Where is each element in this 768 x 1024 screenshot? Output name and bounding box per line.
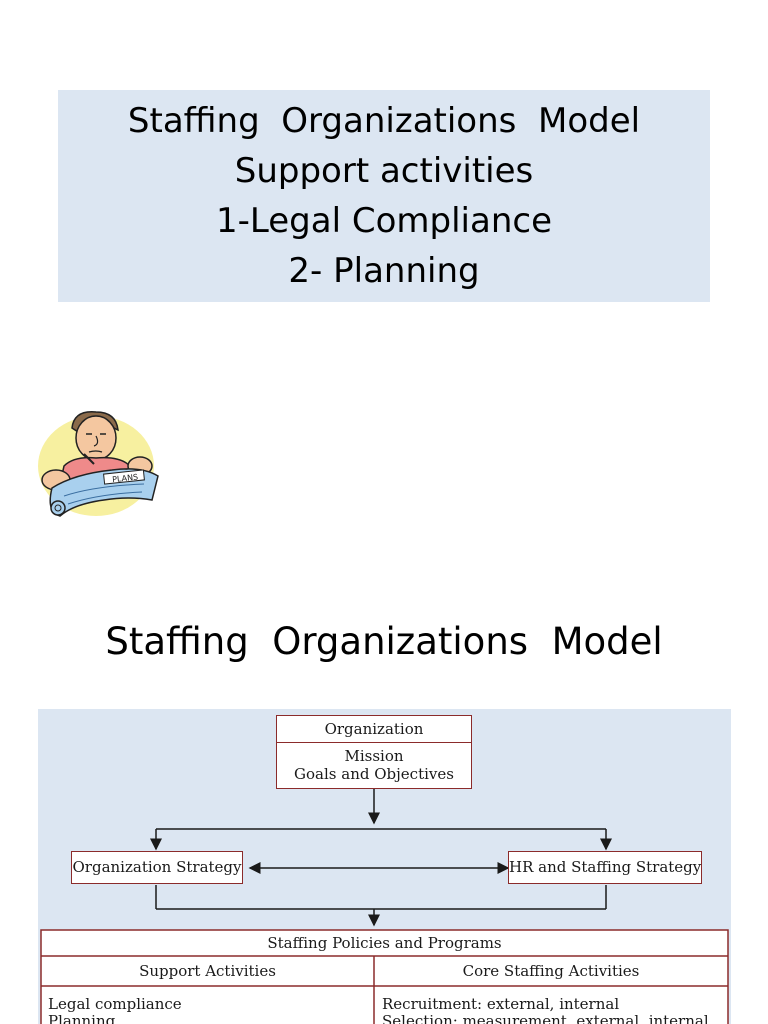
organization-strategy-label: Organization Strategy <box>72 858 242 876</box>
title-line-1: Staffing Organizations Model <box>127 101 641 141</box>
clipart-label: PLANS <box>112 473 139 485</box>
support-activities-header: Support Activities <box>139 962 276 980</box>
hr-staffing-strategy-box: HR and Staffing Strategy <box>508 851 702 884</box>
staffing-model-diagram: Organization Mission Goals and Objective… <box>38 709 731 1024</box>
slide2-title: Staffing Organizations Model <box>105 620 663 663</box>
support-item-planning: Planning <box>48 1012 116 1024</box>
support-item-legal: Legal compliance <box>48 995 182 1013</box>
slide1-title-box: Staffing Organizations Model Support act… <box>58 90 710 302</box>
organization-box: Organization Mission Goals and Objective… <box>276 715 472 789</box>
title-line-4: 2- Planning <box>288 251 480 291</box>
title-line-2: Support activities <box>234 151 534 191</box>
hr-staffing-strategy-label: HR and Staffing Strategy <box>509 858 702 876</box>
organization-header: Organization <box>324 720 424 738</box>
title-line-3: 1-Legal Compliance <box>216 201 552 241</box>
goals-label: Goals and Objectives <box>294 765 454 783</box>
staffing-policies-label: Staffing Policies and Programs <box>267 934 502 952</box>
organization-strategy-box: Organization Strategy <box>71 851 243 884</box>
mission-label: Mission <box>344 747 404 765</box>
core-staffing-header: Core Staffing Activities <box>462 962 640 980</box>
core-item-recruitment: Recruitment: external, internal <box>382 995 620 1013</box>
core-item-selection: Selection: measurement, external, intern… <box>382 1012 709 1024</box>
man-with-plans-clipart: PLANS <box>34 404 164 522</box>
